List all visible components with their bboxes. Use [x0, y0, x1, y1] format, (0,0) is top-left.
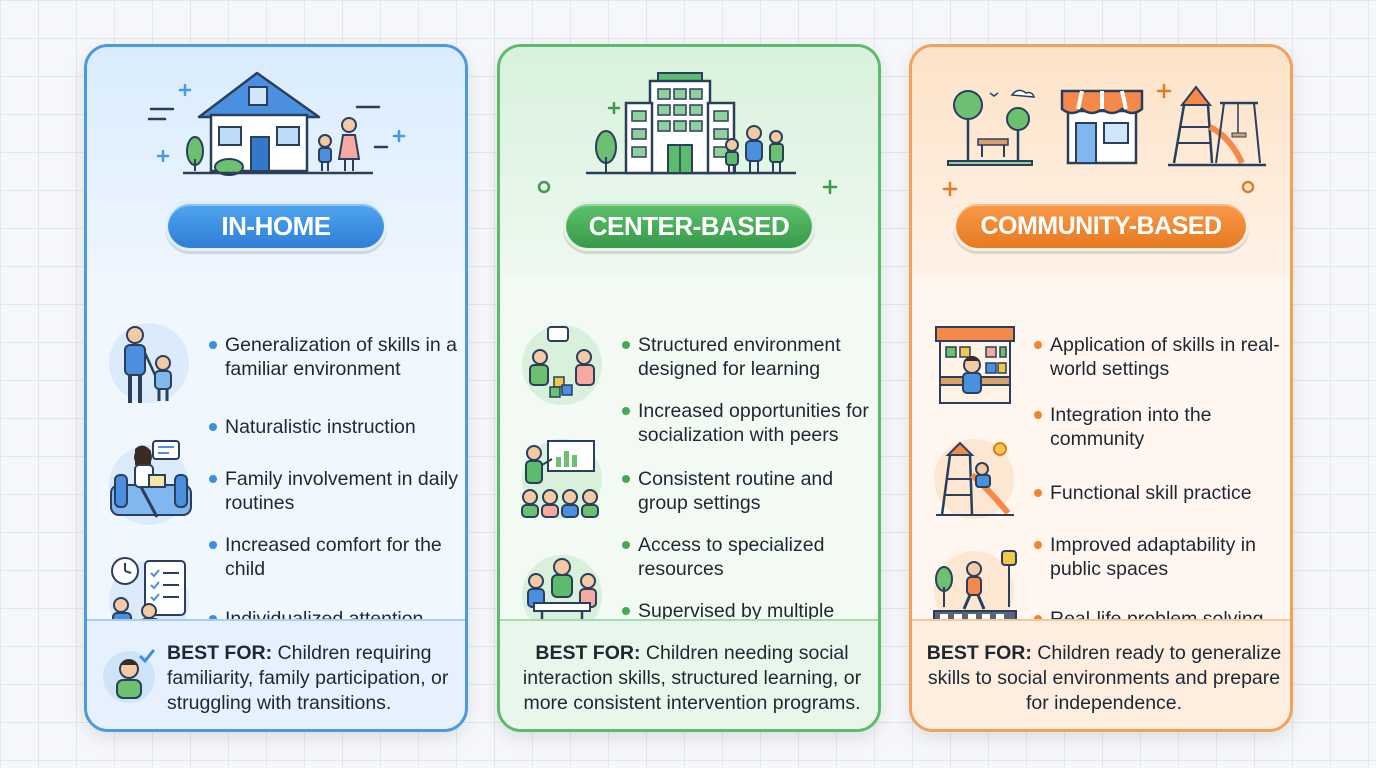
bullet-dot [622, 607, 630, 615]
bullet-dot [1034, 411, 1042, 419]
center-based-bullet-1: Structured environment designed for lear… [622, 333, 872, 381]
in-home-header: IN-HOME [87, 47, 465, 275]
in-home-card: IN-HOME [84, 44, 468, 732]
community-based-benefits: Application of skills in real-world sett… [912, 275, 1290, 631]
in-home-bullet-4: Increased comfort for the child [209, 533, 459, 581]
house-family-icon [147, 71, 406, 176]
building-icon [537, 72, 838, 195]
in-home-title: IN-HOME [165, 201, 387, 251]
center-based-card: CENTER-BASED [497, 44, 881, 732]
center-based-best-for: BEST FOR: Children needing social intera… [500, 619, 878, 729]
bullet-dot [622, 541, 630, 549]
in-home-benefits: Generalization of skills in a familiar e… [87, 275, 465, 641]
in-home-best-for-text: BEST FOR: Children requiring familiarity… [167, 642, 449, 714]
bullet-dot [209, 341, 217, 349]
center-based-best-for-text: BEST FOR: Children needing social intera… [522, 642, 862, 714]
community-based-bullet-4: Improved adaptability in public spaces [1034, 533, 1284, 581]
bullet-dot [209, 475, 217, 483]
community-based-card: COMMUNITY-BASED [909, 44, 1293, 732]
child-check-icon [103, 649, 155, 703]
bullet-dot [622, 341, 630, 349]
kids-playing-blocks-icon [522, 325, 602, 405]
bullet-dot [622, 407, 630, 415]
in-home-bullet-3: Family involvement in daily routines [209, 467, 459, 515]
parent-reading-sofa-icon [109, 440, 192, 525]
community-based-header: COMMUNITY-BASED [912, 47, 1290, 275]
bullet-dot [1034, 341, 1042, 349]
bullet-dot [209, 541, 217, 549]
bullet-dot [1034, 541, 1042, 549]
park-store-playground-icon [942, 83, 1266, 197]
child-slide-icon [934, 439, 1014, 519]
community-based-bullet-2: Integration into the community [1034, 403, 1284, 451]
in-home-best-for: BEST FOR: Children requiring familiarity… [87, 619, 465, 729]
market-stall-icon [935, 326, 1015, 404]
community-based-best-for-text: BEST FOR: Children ready to generalize s… [926, 642, 1282, 714]
community-based-bullet-3: Functional skill practice [1034, 481, 1284, 505]
parent-child-icon [109, 323, 189, 403]
bullet-dot [209, 423, 217, 431]
in-home-bullet-1: Generalization of skills in a familiar e… [209, 333, 459, 381]
center-based-benefits: Structured environment designed for lear… [500, 275, 878, 646]
community-based-best-for: BEST FOR: Children ready to generalize s… [912, 619, 1290, 729]
center-based-bullet-2: Increased opportunities for socializatio… [622, 399, 872, 447]
community-based-bullet-1: Application of skills in real-world sett… [1034, 333, 1284, 381]
center-based-bullet-3: Consistent routine and group settings [622, 467, 872, 515]
community-based-title: COMMUNITY-BASED [953, 201, 1249, 251]
center-based-header: CENTER-BASED [500, 47, 878, 275]
center-based-bullet-4: Access to specialized resources [622, 533, 872, 581]
bullet-dot [1034, 489, 1042, 497]
in-home-bullet-2: Naturalistic instruction [209, 415, 459, 439]
center-based-title: CENTER-BASED [563, 201, 815, 251]
classroom-teacher-icon [521, 439, 602, 519]
bullet-dot [622, 475, 630, 483]
